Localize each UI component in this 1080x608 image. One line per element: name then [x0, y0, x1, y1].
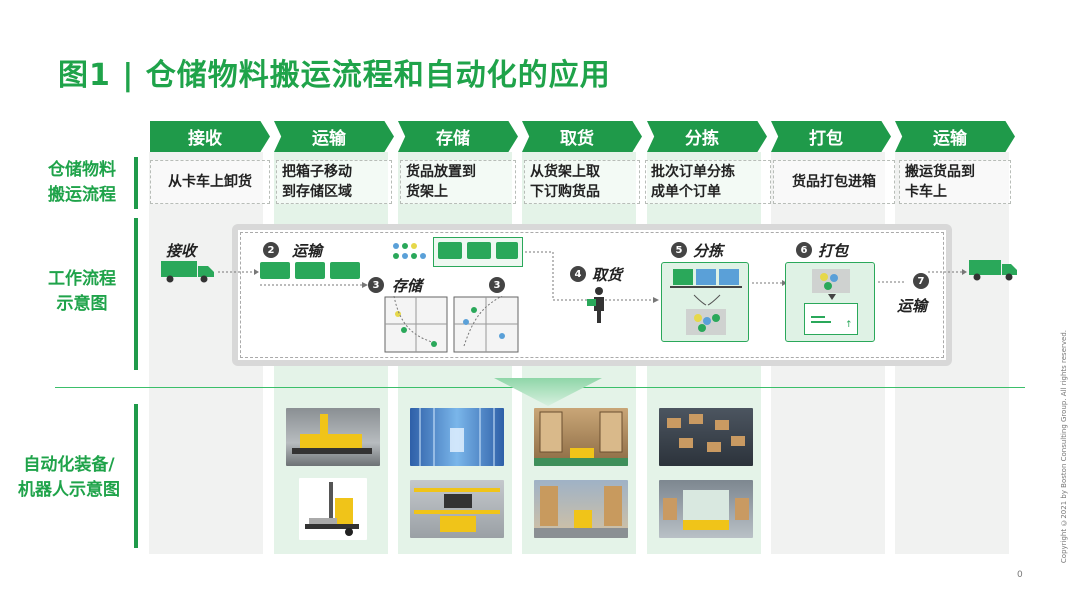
- storage-racks-icon: [384, 296, 519, 353]
- step-chevron-storage: 存储: [398, 121, 518, 152]
- sorting-station: [661, 262, 749, 342]
- row-label-workflow: 工作流程示意图: [48, 269, 116, 314]
- step-description-pick: 从货架上取下订购货品: [524, 160, 640, 204]
- step-number-badge: 5: [671, 242, 687, 258]
- workflow-label-ship: 运输: [897, 297, 928, 315]
- step-description-receive: 从卡车上卸货: [150, 160, 270, 204]
- copyright-notice: Copyright ©2021 by Boston Consulting Gro…: [1060, 330, 1068, 564]
- workflow-label-transport: 运输: [292, 242, 323, 260]
- packing-station: ↑: [785, 262, 875, 342]
- shuttle-rack-photo: [410, 480, 504, 538]
- row-accent-bar: [134, 404, 138, 548]
- moving-box-icon: [330, 262, 360, 279]
- asrs-aisle-photo: [410, 408, 504, 466]
- row-accent-bar: [134, 218, 138, 370]
- workflow-label-receive: 接收: [166, 242, 197, 260]
- step-chevron-ship: 运输: [895, 121, 1015, 152]
- step-description-storage: 货品放置到货架上: [400, 160, 516, 204]
- flow-arrow: [752, 280, 787, 286]
- moving-box-icon: [260, 262, 290, 279]
- workflow-label-pick: 取货: [592, 266, 623, 284]
- page-title: 图1 | 仓储物料搬运流程和自动化的应用: [58, 58, 611, 93]
- workflow-label-pack: 打包: [818, 242, 849, 260]
- inbound-pallet-icon: [433, 237, 523, 267]
- flow-arrow: [260, 282, 368, 288]
- step-number-badge: 2: [263, 242, 279, 258]
- step-chevron-sort: 分拣: [647, 121, 767, 152]
- step-description-sort: 批次订单分拣成单个订单: [645, 160, 771, 204]
- step-chevron-pick: 取货: [522, 121, 642, 152]
- flow-arrow: [878, 269, 967, 283]
- truck-icon: [969, 260, 1017, 281]
- row-label-equipment: 自动化装备/机器人示意图: [18, 455, 120, 500]
- page-number: 0: [1017, 570, 1023, 580]
- step-description-pack: 货品打包进箱: [773, 160, 895, 204]
- step-number-badge: 4: [570, 266, 586, 282]
- autonomous-forklift-photo: [299, 478, 367, 540]
- flow-arrow: [218, 269, 259, 275]
- shelf-carrying-robot-photo: [534, 408, 628, 466]
- step-description-ship: 搬运货品到卡车上: [899, 160, 1011, 204]
- sorting-robots-photo: [659, 408, 753, 466]
- step-chevron-receive: 接收: [150, 121, 270, 152]
- warehouse-agv-photo: [534, 480, 628, 538]
- worker-picking-icon: [587, 287, 604, 323]
- step-number-badge: 3: [368, 277, 384, 293]
- moving-box-icon: [295, 262, 325, 279]
- workflow-label-sort: 分拣: [693, 242, 724, 260]
- agv-forklift-photo: [286, 408, 380, 466]
- row-accent-bar: [134, 157, 138, 209]
- step-number-badge: 3: [489, 277, 505, 293]
- row-label-process: 仓储物料搬运流程: [48, 160, 116, 205]
- truck-icon: [161, 261, 214, 283]
- workflow-label-storage: 存储: [392, 277, 423, 295]
- step-number-badge: 6: [796, 242, 812, 258]
- step-chevron-pack: 打包: [771, 121, 891, 152]
- step-number-badge: 7: [913, 273, 929, 289]
- step-chevron-transport: 运输: [274, 121, 394, 152]
- sorting-agv-photo: [659, 480, 753, 538]
- step-description-transport: 把箱子移动到存储区域: [276, 160, 392, 204]
- item-dots-icon: [393, 243, 426, 259]
